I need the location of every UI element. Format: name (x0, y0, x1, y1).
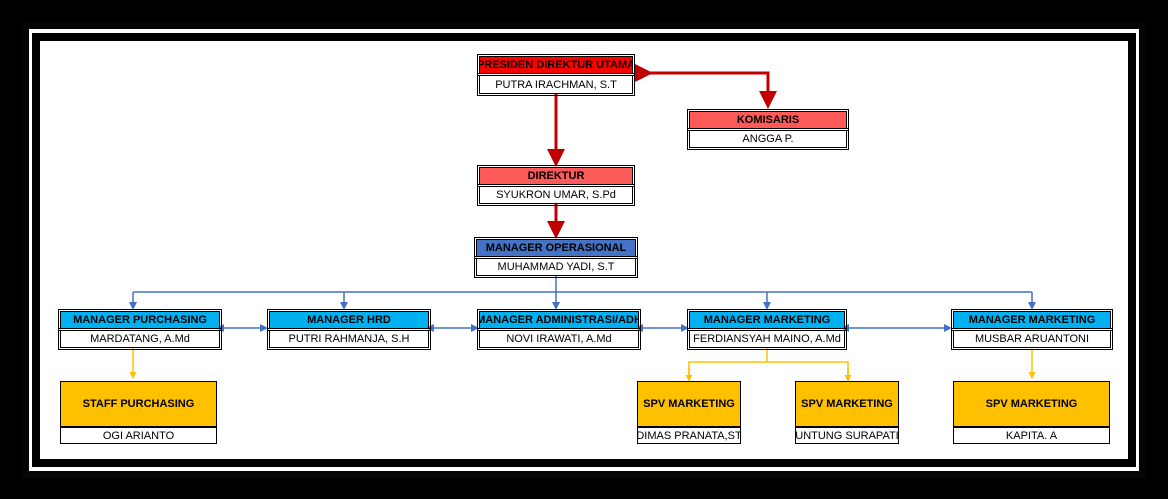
manager-marketing-2-name: MUSBAR ARUANTONI (951, 328, 1113, 350)
spv-marketing-1-title: SPV MARKETING (637, 381, 741, 427)
manager-marketing-1-name: FERDIANSYAH MAINO, A.Md (687, 328, 847, 350)
komisaris-title: KOMISARIS (687, 109, 849, 131)
direktur-name: SYUKRON UMAR, S.Pd (477, 184, 635, 206)
spv-marketing-2-title: SPV MARKETING (795, 381, 899, 427)
spv-marketing-2-name: UNTUNG SURAPATI (795, 427, 899, 444)
manager-purchasing-name: MARDATANG, A.Md (58, 328, 222, 350)
spv-marketing-1-name: DIMAS PRANATA,ST (637, 427, 741, 444)
staff-purchasing-name: OGI ARIANTO (60, 427, 217, 444)
manager-administrasi-title: MANAGER ADMINISTRASI/ADH (477, 309, 641, 331)
manager-operasional-name: MUHAMMAD YADI, S.T (474, 256, 638, 278)
komisaris-name: ANGGA P. (687, 128, 849, 150)
presiden-name: PUTRA IRACHMAN, S.T (477, 73, 635, 96)
presiden-title: PRESIDEN DIREKTUR UTAMA (477, 54, 635, 76)
manager-purchasing-title: MANAGER PURCHASING (58, 309, 222, 331)
manager-administrasi-name: NOVI IRAWATI, A.Md (477, 328, 641, 350)
direktur-title: DIREKTUR (477, 165, 635, 187)
manager-marketing-1-title: MANAGER MARKETING (687, 309, 847, 331)
manager-operasional-title: MANAGER OPERASIONAL (474, 237, 638, 259)
manager-hrd-name: PUTRI RAHMANJA, S.H (267, 328, 431, 350)
spv-marketing-3-name: KAPITA. A (953, 427, 1110, 444)
manager-hrd-title: MANAGER HRD (267, 309, 431, 331)
manager-marketing-2-title: MANAGER MARKETING (951, 309, 1113, 331)
staff-purchasing-title: STAFF PURCHASING (60, 381, 217, 427)
spv-marketing-3-title: SPV MARKETING (953, 381, 1110, 427)
